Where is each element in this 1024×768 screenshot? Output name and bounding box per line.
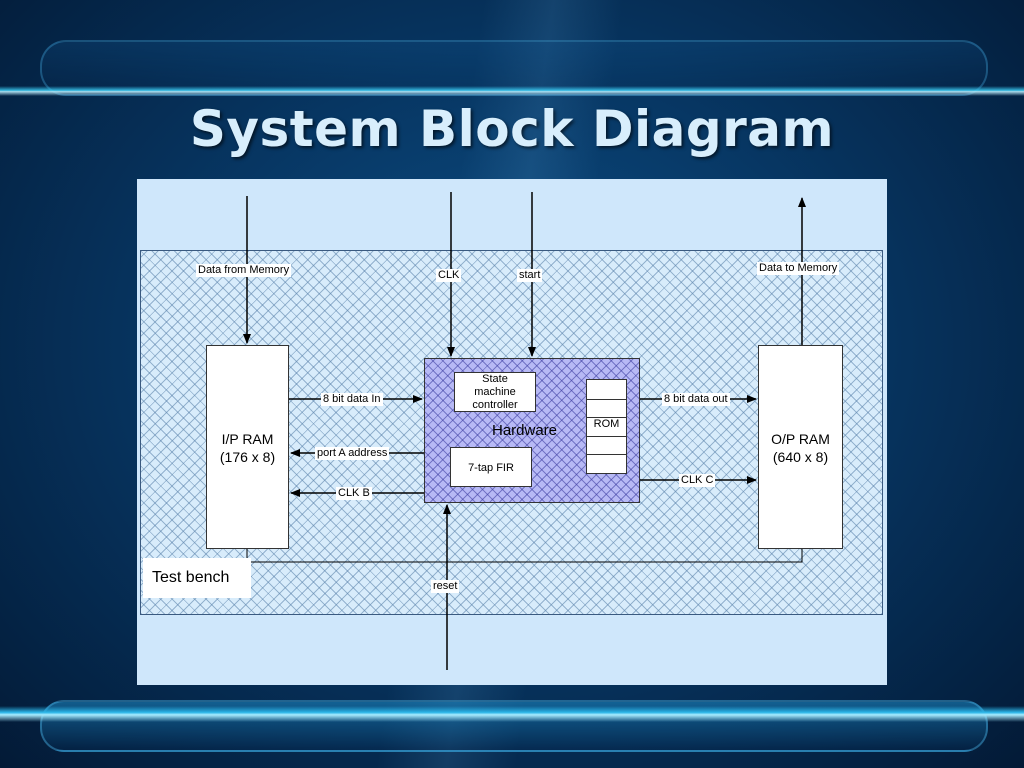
label-data-to-memory: Data to Memory <box>757 262 840 275</box>
state-machine-block: State machine controller <box>454 372 536 412</box>
op-ram-size: (640 x 8) <box>772 449 829 465</box>
state-machine-line2: machine <box>474 386 516 398</box>
label-port-a-address: port A address <box>315 447 390 460</box>
rom-divider <box>587 399 626 400</box>
wire-bench-loop <box>246 549 803 563</box>
state-machine-line1: State <box>482 373 508 385</box>
op-ram-name: O/P RAM <box>771 431 830 447</box>
label-reset: reset <box>431 580 460 593</box>
label-clk-c: CLK C <box>679 474 716 487</box>
rom-divider <box>587 436 626 437</box>
label-data-out: 8 bit data out <box>662 393 730 406</box>
rom-divider <box>587 454 626 455</box>
ip-ram-size: (176 x 8) <box>219 449 276 465</box>
rom-divider <box>587 417 626 418</box>
ip-ram-block: I/P RAM (176 x 8) <box>206 345 289 549</box>
fir-block: 7-tap FIR <box>450 447 532 487</box>
slide-title: System Block Diagram <box>189 100 835 158</box>
rom-block: ROM <box>586 379 627 474</box>
label-start: start <box>517 269 543 282</box>
label-clk: CLK <box>436 269 462 282</box>
rom-label: ROM <box>593 418 620 430</box>
label-data-from-memory: Data from Memory <box>196 264 292 277</box>
op-ram-block: O/P RAM (640 x 8) <box>758 345 843 549</box>
state-machine-line3: controller <box>472 399 518 411</box>
label-clk-b: CLK B <box>336 487 372 500</box>
label-data-in: 8 bit data In <box>321 393 383 406</box>
hardware-label: Hardware <box>492 422 558 439</box>
ip-ram-name: I/P RAM <box>221 431 274 447</box>
test-bench-label: Test bench <box>143 558 251 598</box>
